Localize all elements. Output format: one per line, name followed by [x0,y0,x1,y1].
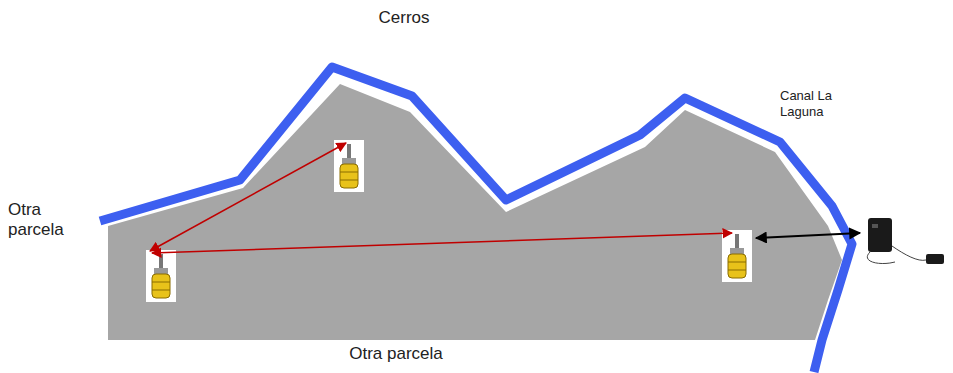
gateway-device [867,218,944,264]
radio-link [152,233,732,253]
canal-label: Canal La Laguna [780,88,844,119]
data-link [756,233,860,238]
radio-link [150,143,346,251]
canal-line [100,67,852,372]
sensor-icon [722,230,752,282]
sensor-icon [146,250,176,302]
parcel-label: Otra parcela [296,344,496,364]
parcel-label: Otra parcela [8,200,98,241]
hills-label: Cerros [334,8,474,28]
